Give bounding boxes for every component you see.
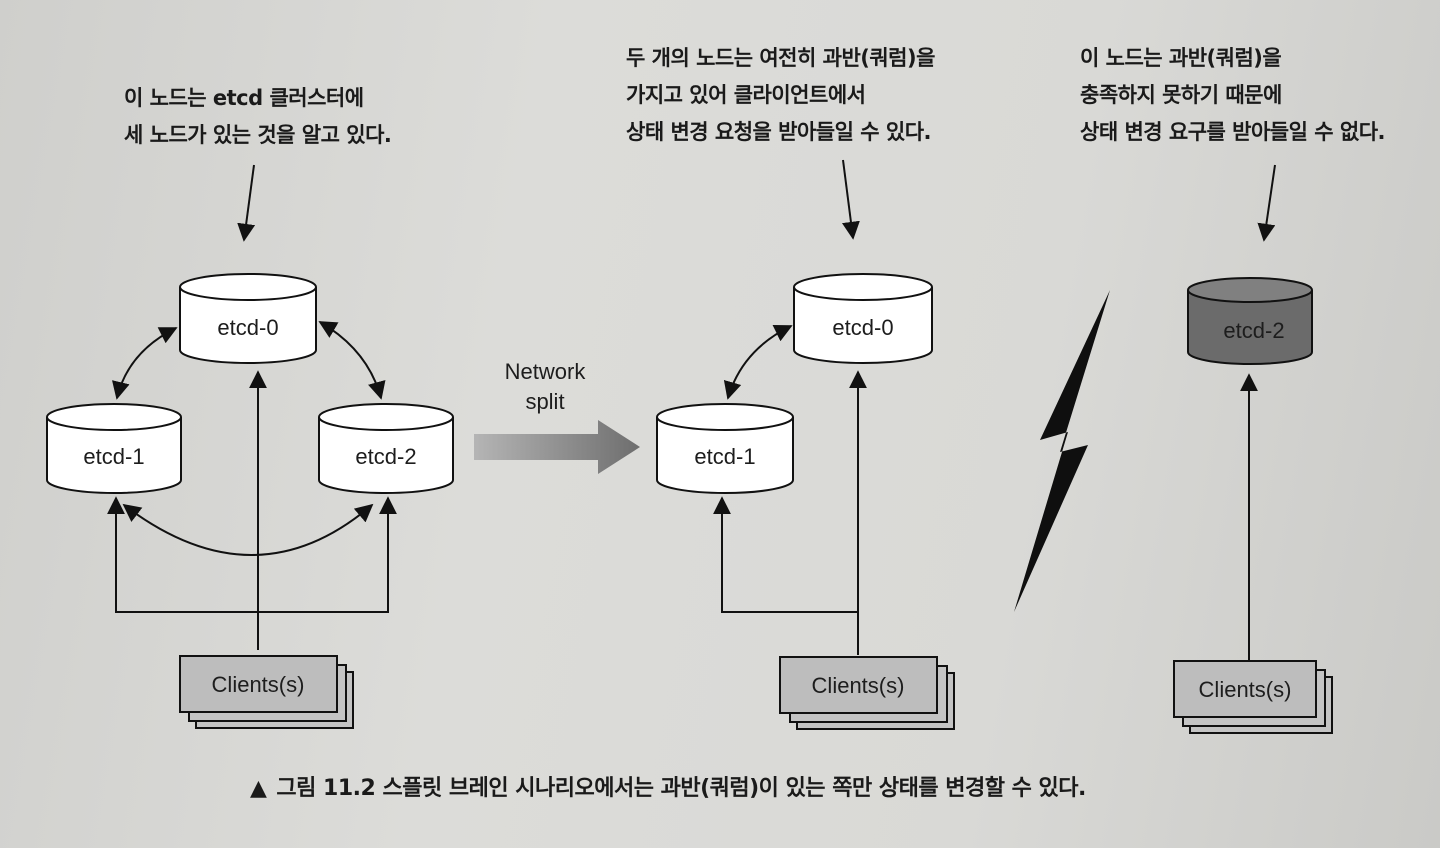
pointer-arrow-middle — [842, 159, 860, 240]
network-split-arrow — [474, 420, 640, 474]
pointer-arrows — [237, 159, 1276, 242]
mid-clients-label: Clients(s) — [812, 673, 905, 698]
right-clients-stack: Clients(s) — [1173, 660, 1333, 734]
left-etcd-2-label: etcd-2 — [355, 444, 416, 469]
annotation-right: 이 노드는 과반(쿼럼)을 충족하지 못하기 때문에 상태 변경 요구를 받아들… — [1080, 46, 1386, 144]
network-split-line2: split — [525, 389, 564, 414]
left-peer-arrow-1-2 — [122, 503, 374, 556]
lightning-bolt — [1014, 290, 1110, 612]
right-clients-label: Clients(s) — [1199, 677, 1292, 702]
pointer-arrow-right — [1257, 164, 1276, 242]
annotation-middle: 두 개의 노드는 여전히 과반(쿼럼)을 가지고 있어 클라이언트에서 상태 변… — [626, 46, 935, 144]
left-peer-arrow-0-2 — [318, 321, 386, 400]
left-etcd-0-label: etcd-0 — [217, 315, 278, 340]
left-etcd-0-cylinder: etcd-0 — [179, 273, 317, 364]
pointer-arrow-left — [237, 164, 256, 242]
mid-peer-arrow-0-1 — [723, 325, 793, 400]
left-peer-arrow-0-1 — [112, 327, 178, 400]
left-etcd-1-cylinder: etcd-1 — [46, 403, 182, 494]
left-etcd-1-label: etcd-1 — [83, 444, 144, 469]
mid-etcd-1-cylinder: etcd-1 — [656, 403, 794, 494]
left-cluster: etcd-0 etcd-1 etcd-2 Clients(s) — [46, 273, 454, 729]
left-etcd-2-cylinder: etcd-2 — [318, 403, 454, 494]
annotation-left: 이 노드는 etcd 클러스터에 세 노드가 있는 것을 알고 있다. — [124, 86, 392, 147]
left-client-arrow-etcd1 — [107, 496, 258, 613]
figure-caption: ▲ 그림 11.2 스플릿 브레인 시나리오에서는 과반(쿼럼)이 있는 쪽만 상… — [250, 770, 1086, 802]
mid-etcd-1-label: etcd-1 — [694, 444, 755, 469]
right-etcd-2-label: etcd-2 — [1223, 318, 1284, 343]
mid-clients-stack: Clients(s) — [779, 656, 955, 730]
left-clients-stack: Clients(s) — [179, 655, 354, 729]
mid-client-arrow-etcd1 — [713, 496, 858, 613]
network-split: Network split — [474, 359, 640, 474]
mid-etcd-0-cylinder: etcd-0 — [793, 273, 933, 364]
right-etcd-2-cylinder: etcd-2 — [1187, 277, 1313, 365]
caption-marker: ▲ — [250, 776, 267, 801]
mid-etcd-0-label: etcd-0 — [832, 315, 893, 340]
left-clients-label: Clients(s) — [212, 672, 305, 697]
left-client-arrow-etcd2 — [258, 496, 397, 613]
middle-cluster: etcd-0 etcd-1 Clients(s) — [656, 273, 955, 730]
network-split-line1: Network — [505, 359, 587, 384]
caption-text: 그림 11.2 스플릿 브레인 시나리오에서는 과반(쿼럼)이 있는 쪽만 상태… — [276, 776, 1086, 801]
right-cluster: etcd-2 Clients(s) — [1173, 277, 1333, 734]
